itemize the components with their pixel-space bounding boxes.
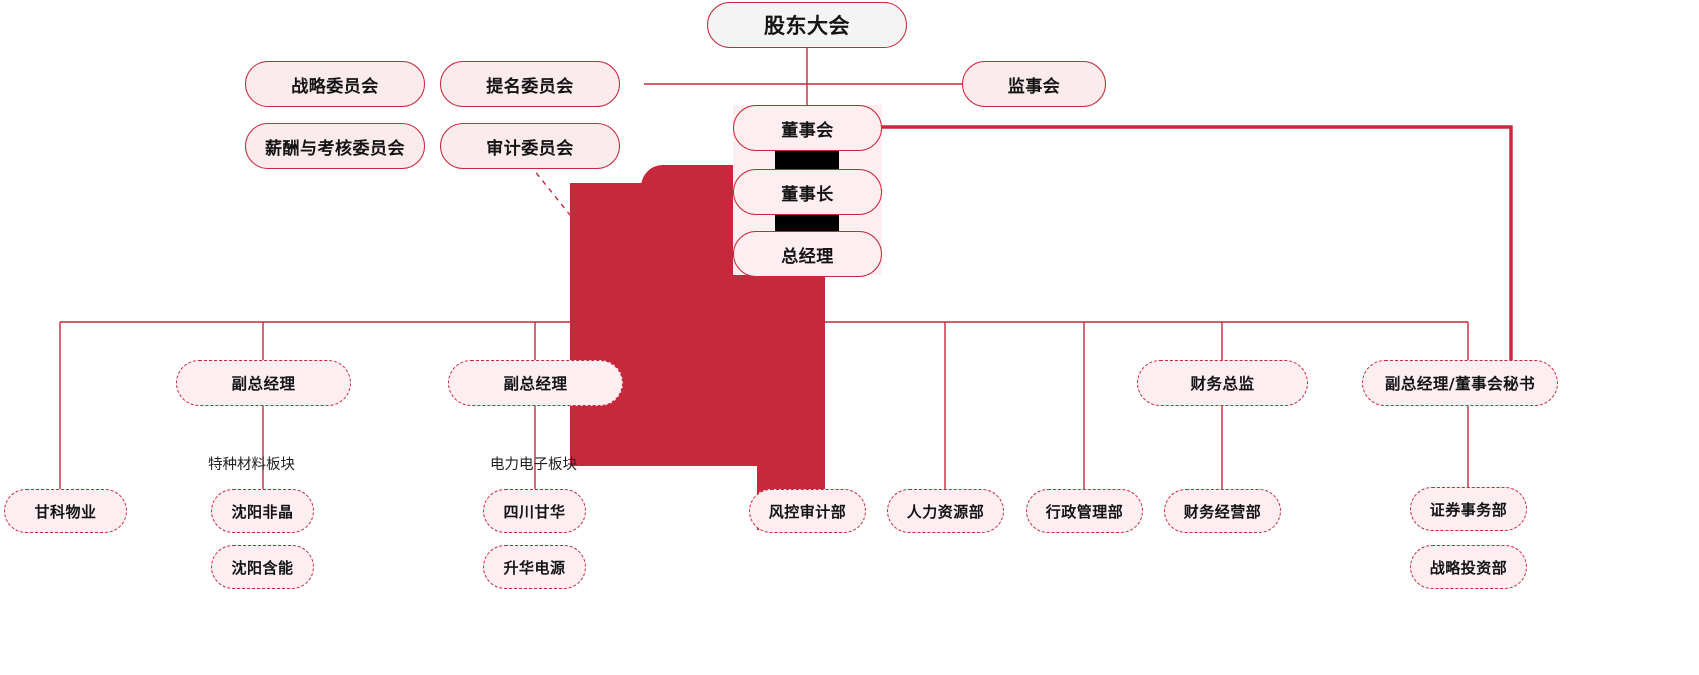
node-deputy-gm-secretary[interactable]: 副总经理/董事会秘书 (1362, 360, 1558, 406)
line-board-right-rail (881, 125, 1513, 394)
node-strategy-committee[interactable]: 战略委员会 (245, 61, 425, 107)
caption-special-materials-segment: 特种材料板块 (208, 457, 295, 473)
node-shenghua-power[interactable]: 升华电源 (483, 545, 586, 589)
node-chairman[interactable]: 董事长 (733, 169, 882, 215)
node-finance-dept[interactable]: 财务经营部 (1164, 489, 1281, 533)
node-hr-dept[interactable]: 人力资源部 (887, 489, 1004, 533)
node-deputy-gm-2[interactable]: 副总经理 (448, 360, 623, 406)
line-audit-committee-tether (529, 164, 571, 216)
node-deputy-gm-1[interactable]: 副总经理 (176, 360, 351, 406)
caption-power-electronics-segment: 电力电子板块 (490, 457, 577, 473)
node-securities-affairs-dept[interactable]: 证券事务部 (1410, 487, 1527, 531)
node-board-of-supervisors[interactable]: 监事会 (962, 61, 1106, 107)
connector-block-board-chairman (775, 150, 839, 170)
node-sichuan-ganhua[interactable]: 四川甘华 (483, 489, 586, 533)
node-general-manager[interactable]: 总经理 (733, 231, 882, 277)
node-ganke-property[interactable]: 甘科物业 (4, 489, 127, 533)
node-audit-committee[interactable]: 审计委员会 (440, 123, 620, 169)
connector-block-chairman-gm (775, 212, 839, 232)
node-remuneration-committee[interactable]: 薪酬与考核委员会 (245, 123, 425, 169)
node-cfo[interactable]: 财务总监 (1137, 360, 1308, 406)
node-admin-dept[interactable]: 行政管理部 (1026, 489, 1143, 533)
node-shenyang-amorphous[interactable]: 沈阳非晶 (211, 489, 314, 533)
node-shareholders-meeting[interactable]: 股东大会 (707, 2, 907, 48)
node-nomination-committee[interactable]: 提名委员会 (440, 61, 620, 107)
node-strategic-investment-dept[interactable]: 战略投资部 (1410, 545, 1527, 589)
node-board-of-directors[interactable]: 董事会 (733, 105, 882, 151)
node-shenyang-hanneng[interactable]: 沈阳含能 (211, 545, 314, 589)
node-risk-audit-dept[interactable]: 风控审计部 (749, 489, 866, 533)
